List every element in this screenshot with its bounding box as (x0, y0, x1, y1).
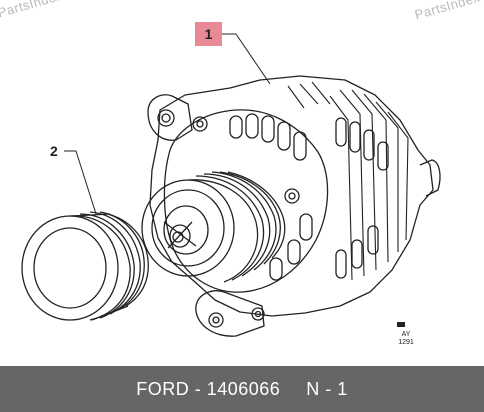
alternator-drawing (21, 33, 441, 337)
rear-terminal (419, 159, 441, 197)
callout-label-1: 1 (204, 26, 213, 42)
parts-diagram (21, 33, 441, 337)
cooling-slots-front (229, 113, 313, 281)
small-logo-icon (397, 322, 405, 327)
footer-quantity: N - 1 (306, 378, 348, 399)
leader-line-1 (222, 33, 271, 85)
alternator-body (149, 75, 434, 317)
footer-bar: FORD - 1406066 N - 1 (0, 366, 484, 412)
callout-label-2: 2 (50, 143, 58, 159)
drawing-code-line2: 1291 (398, 339, 414, 346)
callout-part-1[interactable]: 1 (195, 22, 222, 46)
mount-lug-bottom (195, 290, 265, 337)
callout-part-2[interactable]: 2 (50, 143, 58, 159)
separate-pulley (21, 211, 149, 321)
leader-line-2 (64, 150, 97, 215)
drawing-code-line1: AY (401, 331, 411, 338)
alternator-pulley (141, 171, 286, 283)
mount-lug-top (147, 94, 193, 141)
cooling-fins-rear (287, 81, 409, 281)
footer-brand-part: FORD - 1406066 (136, 378, 281, 399)
front-housing (163, 109, 329, 293)
